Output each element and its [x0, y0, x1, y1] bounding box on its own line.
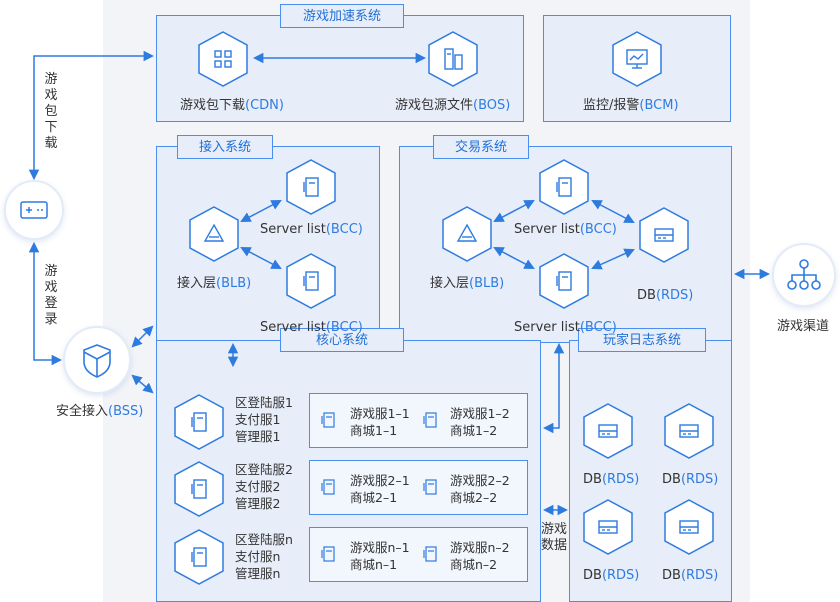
core-system-title: 核心系统 [280, 328, 404, 352]
cdn-label: 游戏包下载(CDN) [180, 98, 284, 113]
trade-db-label: DB(RDS) [637, 288, 694, 303]
log-db4-icon [664, 499, 714, 555]
channel-network-icon [772, 243, 836, 307]
log-db4-label: DB(RDS) [662, 568, 719, 583]
game-data-label: 游戏数据 [541, 522, 568, 553]
client-device-icon [4, 180, 64, 240]
core-row1-group [309, 393, 528, 448]
log-db1-label: DB(RDS) [583, 472, 640, 487]
log-db2-label: DB(RDS) [662, 472, 719, 487]
server-icon [321, 479, 335, 495]
server-icon [321, 546, 335, 562]
server-icon [423, 412, 437, 428]
core-row3-hex-icon [174, 529, 224, 585]
log-system-panel [569, 340, 732, 602]
trade-blb-label: 接入层(BLB) [430, 276, 505, 291]
access-server1-label: Server list(BCC) [260, 222, 363, 237]
accel-system-title: 游戏加速系统 [280, 4, 404, 28]
server-icon [321, 412, 335, 428]
core-row2-group [309, 460, 528, 515]
download-path-label: 游戏包下载 [44, 72, 58, 151]
channel-label: 游戏渠道 [777, 319, 830, 334]
log-system-title: 玩家日志系统 [578, 328, 706, 352]
trade-server2-icon [539, 253, 589, 309]
log-db1-icon [583, 403, 633, 459]
bos-icon [428, 31, 478, 87]
trade-db-icon [639, 207, 689, 263]
access-server2-label: Server list(BCC) [260, 320, 363, 335]
trade-server2-label: Server list(BCC) [514, 320, 617, 335]
trade-blb-icon [442, 206, 492, 262]
monitor-icon [612, 31, 662, 87]
access-server1-icon [286, 159, 336, 215]
bos-label: 游戏包源文件(BOS) [395, 98, 511, 113]
trade-server1-icon [539, 159, 589, 215]
log-db3-icon [583, 499, 633, 555]
server-icon [423, 546, 437, 562]
access-system-title: 接入系统 [177, 135, 273, 159]
core-row2-hex-icon [174, 461, 224, 517]
access-blb-icon [189, 206, 239, 262]
log-db3-label: DB(RDS) [583, 568, 640, 583]
cdn-icon [198, 31, 248, 87]
bss-shield-icon [63, 326, 131, 394]
core-row1-hex-icon [174, 394, 224, 450]
access-server2-icon [286, 253, 336, 309]
server-icon [423, 479, 437, 495]
core-row3-group [309, 527, 528, 582]
access-blb-label: 接入层(BLB) [177, 276, 252, 291]
login-path-label: 游戏登录 [44, 264, 58, 327]
bss-label: 安全接入(BSS) [56, 404, 144, 419]
trade-server1-label: Server list(BCC) [514, 222, 617, 237]
trade-system-title: 交易系统 [433, 135, 529, 159]
monitor-label: 监控/报警(BCM) [583, 98, 679, 113]
log-db2-icon [664, 403, 714, 459]
